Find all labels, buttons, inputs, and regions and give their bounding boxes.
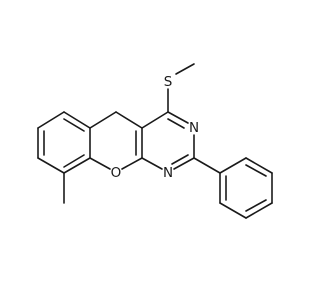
bond-c4-n3-inner (167, 118, 185, 129)
bond-phenyl-inner-b (245, 199, 267, 212)
bond-c4-n3 (167, 111, 189, 124)
oxygen-label: O (111, 165, 122, 181)
bond-o-benzo (89, 157, 111, 170)
bond-c2-phenyl (193, 157, 221, 174)
nitrogen-bottom-label: N (163, 165, 173, 181)
bond-ch2-left (89, 111, 117, 129)
bond-ch2-right (115, 111, 143, 129)
bond-c2-n1 (173, 157, 195, 170)
bond-phenyl-inner-a (245, 164, 267, 177)
bond-phenyl-4 (245, 202, 273, 219)
structure-canvas: S N N O (37, 63, 273, 219)
bond-c-o (121, 157, 143, 170)
nitrogen-top-label: N (189, 120, 199, 136)
bond-benzo-3 (63, 157, 91, 174)
atom-labels: S N N O (111, 74, 199, 181)
bond-benzo-4 (37, 157, 65, 174)
bond-benzo-inner-b (63, 154, 85, 168)
bond-c2-n1-inner (171, 154, 189, 165)
bond-c4-c4a (141, 111, 169, 129)
bond-phenyl-2 (245, 157, 273, 174)
bond-benzo-1 (63, 111, 91, 129)
bond-phenyl-5 (219, 202, 247, 219)
bond-benzo-inner-a (63, 118, 85, 132)
sulfur-label: S (164, 74, 173, 90)
bond-s-methyl (175, 63, 195, 75)
bonds (37, 63, 273, 219)
bond-benzo-6 (37, 111, 65, 129)
bond-n1-c8a (141, 157, 163, 170)
chemical-structure-diagram: S N N O (37, 63, 273, 219)
bond-phenyl-1 (219, 157, 247, 174)
